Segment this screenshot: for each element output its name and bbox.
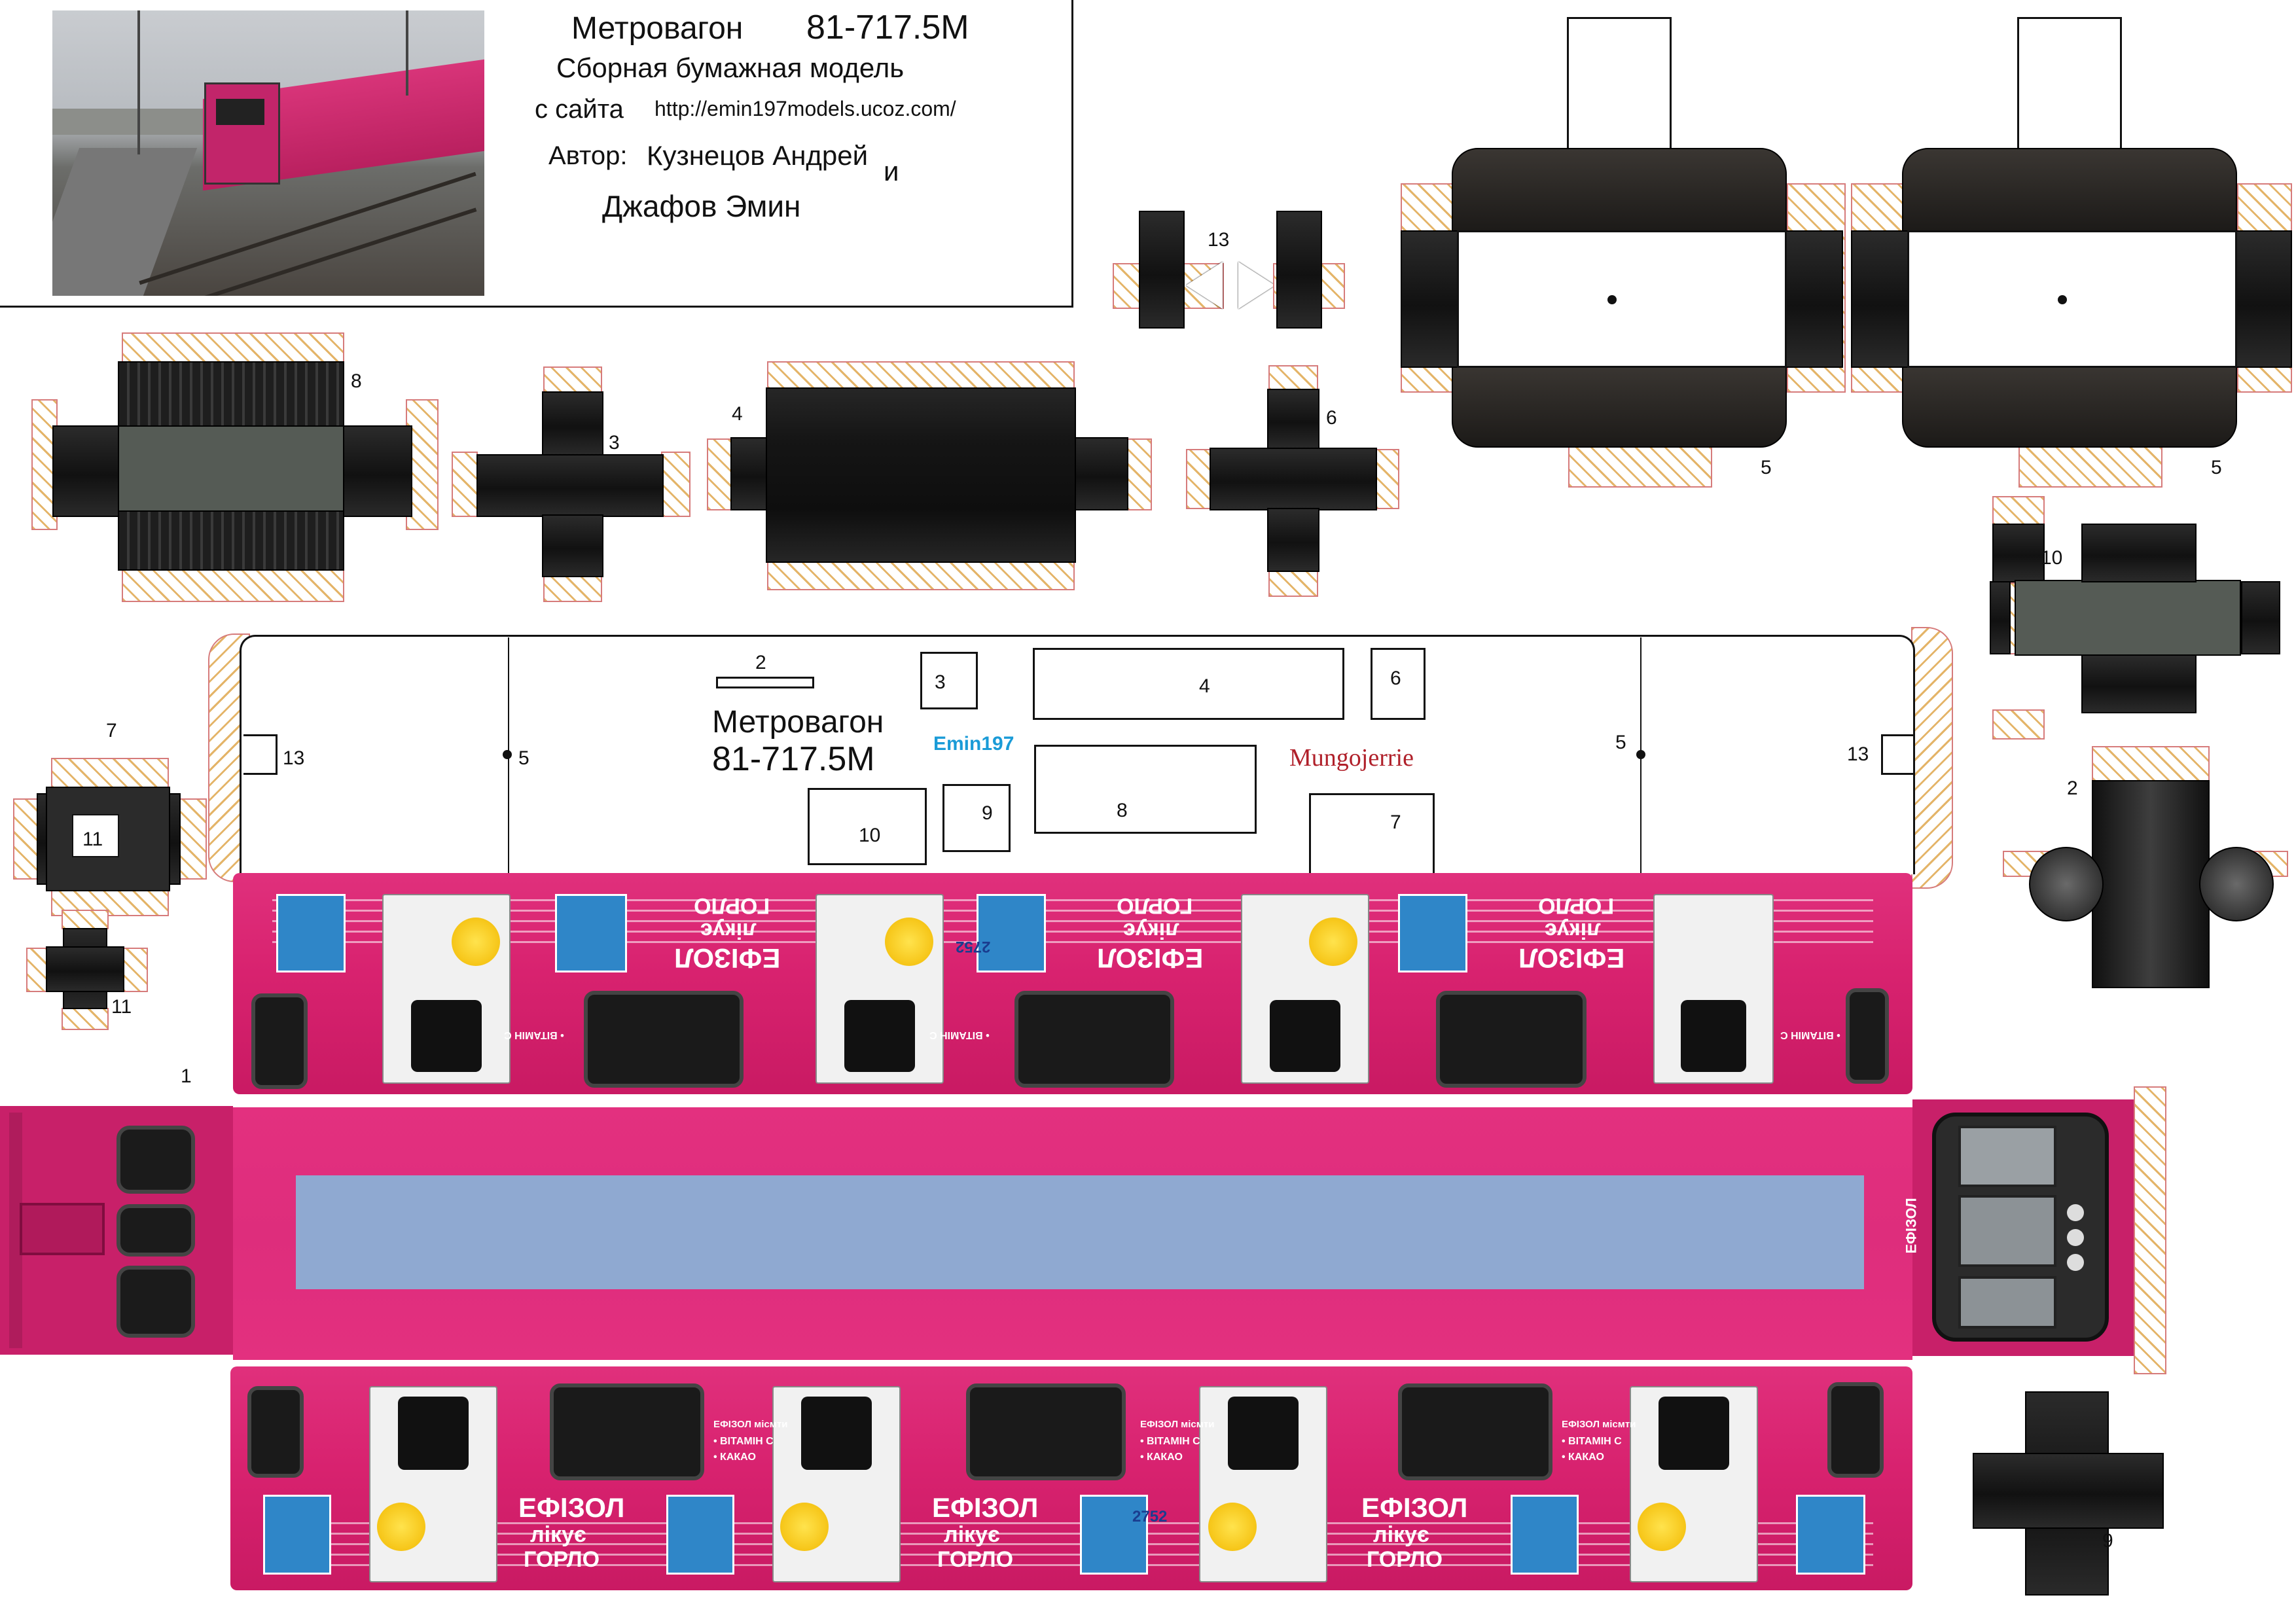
lower-ad-line2-1: ГОРЛО [524,1547,600,1572]
lower-ad-brand-2: ЕФІЗОЛ [932,1492,1039,1523]
upper-ad-line1-3: лікує [1545,918,1601,943]
lower-ad-line1-2: лікує [944,1522,1000,1547]
part-6-number: 6 [1326,407,1337,429]
header-author-1: Кузнецов Андрей [647,140,869,171]
lower-ad-line1-3: лікує [1373,1522,1429,1547]
roof-mark-5-left: 5 [518,747,529,769]
lower-ad-bullet-2: • КАКАО [713,1452,756,1463]
roof-mark-dot-left [503,750,512,759]
upper-ad-line1-1: лікує [700,918,757,943]
lower-ad-small-1: ЕФІЗОЛ місмти [713,1419,788,1430]
lower-car-number: 2752 [1132,1508,1168,1525]
roof-slot-4 [1033,648,1344,720]
header-title-model: 81-717.5М [806,9,969,46]
header-box [0,0,1073,308]
header-conjunction: и [884,156,899,187]
upper-ad-line2-3: ГОРЛО [1538,893,1615,918]
lower-ad-small-3: ЕФІЗОЛ місмти [1562,1419,1636,1430]
cab-front-tab [2134,1086,2166,1374]
roof-signature: Mungojerrie [1289,744,1414,772]
part-10-number: 10 [2041,547,2063,569]
roof-mark-13-left: 13 [283,747,305,769]
upper-ad-bullet-3: • ВІТАМІН С [1780,1029,1840,1041]
part-7-number: 7 [106,720,117,741]
upper-ad-line2-1: ГОРЛО [694,893,770,918]
floor-panel [296,1175,1864,1289]
roof-right-end-tab [1911,627,1953,889]
part-11-number: 11 [111,996,132,1018]
lower-ad-bullet-4: • КАКАО [1140,1452,1183,1463]
roof-brand: Emin197 [933,733,1014,755]
roof-slot-6 [1371,648,1426,720]
part-8-number: 8 [351,370,362,392]
part-4-number: 4 [732,403,743,425]
roof-slot-10 [808,788,927,865]
cab-front-panel [1912,1099,2135,1356]
roof-slot-2-label: 2 [755,652,766,673]
roof-mark-5-right: 5 [1615,732,1626,753]
part-9-number: 9 [2102,1530,2113,1552]
upper-ad-line2-2: ГОРЛО [1117,893,1193,918]
part-13-number: 13 [1208,229,1230,251]
roof-mark-13-right-bracket [1881,734,1915,775]
part-13-right [1276,211,1322,329]
lower-ad-brand-3: ЕФІЗОЛ [1361,1492,1468,1523]
roof-slot-3-label: 3 [935,671,946,693]
roof-panel [240,635,1915,874]
lower-ad-bullet-3: • ВІТАМІН С [1140,1436,1200,1447]
lower-ad-line1-1: лікує [530,1522,586,1547]
lower-ad-line2-3: ГОРЛО [1367,1547,1443,1572]
lower-ad-bullet-5: • ВІТАМІН С [1562,1436,1622,1447]
header-title-name: Метровагон [571,11,744,46]
part-1-number: 1 [181,1065,192,1087]
lower-ad-small-2: ЕФІЗОЛ місмти [1140,1419,1215,1430]
roof-title-model: 81-717.5М [712,740,875,778]
part-5-left-number: 5 [1761,457,1772,478]
roof-mark-dot-right [1636,750,1645,759]
roof-mark-13-left-bracket [243,734,278,775]
roof-slot-3 [920,652,978,709]
upper-car-number: 2752 [956,938,991,955]
roof-title-name: Метровагон [712,705,884,740]
roof-mark-13-right: 13 [1847,743,1869,765]
roof-slot-10-label: 10 [859,825,881,846]
cab-front-brand: ЕФІЗОЛ [1903,1198,1920,1254]
roof-slot-8 [1034,745,1257,834]
part-13-left-wedge [1186,262,1223,309]
part-2-number: 2 [2067,777,2078,799]
roof-slot-9-label: 9 [982,802,993,824]
train-photo [52,10,484,296]
part-3-number: 3 [609,432,620,454]
roof-slot-7 [1309,793,1435,874]
part-5-right-number: 5 [2211,457,2222,478]
lower-ad-brand-1: ЕФІЗОЛ [518,1492,625,1523]
roof-slot-6-label: 6 [1390,668,1401,689]
part-13-left [1139,211,1185,329]
upper-ad-brand-2: ЕФІЗОЛ [1097,943,1204,974]
part-13-right-wedge [1238,262,1275,309]
roof-slot-4-label: 4 [1199,675,1210,697]
lower-ad-bullet-1: • ВІТАМІН С [713,1436,774,1447]
upper-ad-brand-1: ЕФІЗОЛ [674,943,781,974]
header-author-2: Джафов Эмин [602,189,801,223]
header-author-label: Автор: [548,141,628,170]
upper-ad-bullet-2: • ВІТАМІН С [929,1029,990,1041]
header-site-label: с сайта [535,95,624,124]
header-subtitle: Сборная бумажная модель [556,52,905,83]
header-site-url[interactable]: http://emin197models.ucoz.com/ [655,97,956,120]
upper-ad-line1-2: лікує [1123,918,1179,943]
roof-slot-8-label: 8 [1117,800,1128,821]
roof-slot-2 [716,677,814,688]
roof-slot-7-label: 7 [1390,812,1401,833]
part-11-label-on-7: 11 [82,829,103,850]
roof-slot-9 [942,784,1011,852]
upper-ad-bullet-1: • ВІТАМІН С [504,1029,564,1041]
lower-ad-line2-2: ГОРЛО [937,1547,1014,1572]
left-end-panel [0,1106,233,1355]
upper-ad-brand-3: ЕФІЗОЛ [1518,943,1625,974]
lower-ad-bullet-6: • КАКАО [1562,1452,1604,1463]
